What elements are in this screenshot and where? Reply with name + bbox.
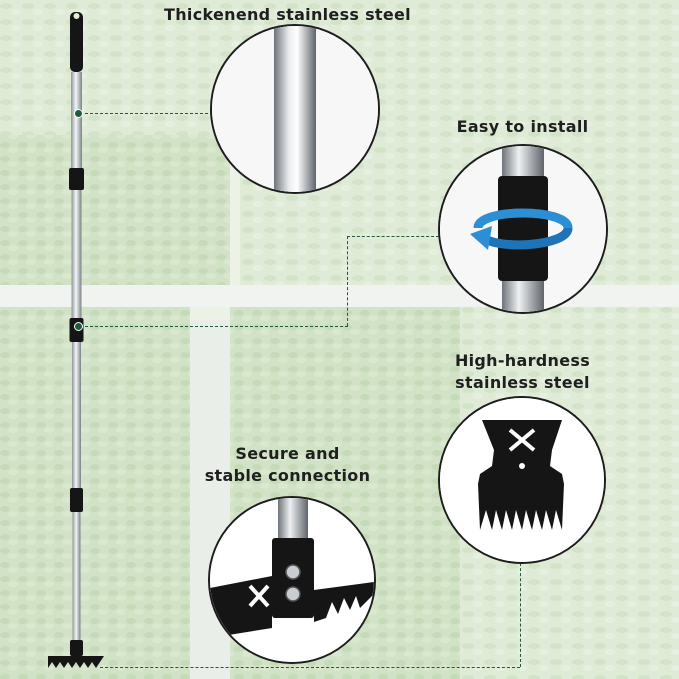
feature-circle-steel <box>210 24 380 194</box>
leader-line-steel <box>80 113 213 114</box>
rotate-arrow-icon <box>440 146 606 312</box>
feature-label-hardness: High-hardness stainless steel <box>430 350 615 394</box>
feature-label-connection: Secure and stable connection <box>190 443 385 487</box>
feature-label-connection-line2: stable connection <box>204 466 371 485</box>
leader-dot-install <box>74 322 83 331</box>
leader-dot-steel <box>74 109 83 118</box>
leader-line-hardness-h <box>100 667 520 668</box>
bolt-connection-icon <box>210 498 374 662</box>
leader-line-hardness-v <box>520 558 521 667</box>
feature-circle-install <box>438 144 608 314</box>
leader-line-install-h2 <box>347 236 439 237</box>
feature-label-steel: Thickenend stainless steel <box>164 5 411 24</box>
feature-circle-hardness <box>438 396 606 564</box>
feature-label-hardness-line1: High-hardness <box>454 351 591 370</box>
pole-closeup-icon <box>212 26 378 192</box>
leader-line-install-h1 <box>80 326 348 327</box>
feature-label-hardness-line2: stainless steel <box>455 373 590 392</box>
feature-label-install: Easy to install <box>456 117 589 136</box>
feature-label-connection-line1: Secure and <box>235 444 340 463</box>
hoe-tool-illustration <box>48 12 104 668</box>
feature-circle-connection <box>208 496 376 664</box>
leader-line-install-v <box>347 236 348 326</box>
rake-head-icon <box>440 398 604 562</box>
